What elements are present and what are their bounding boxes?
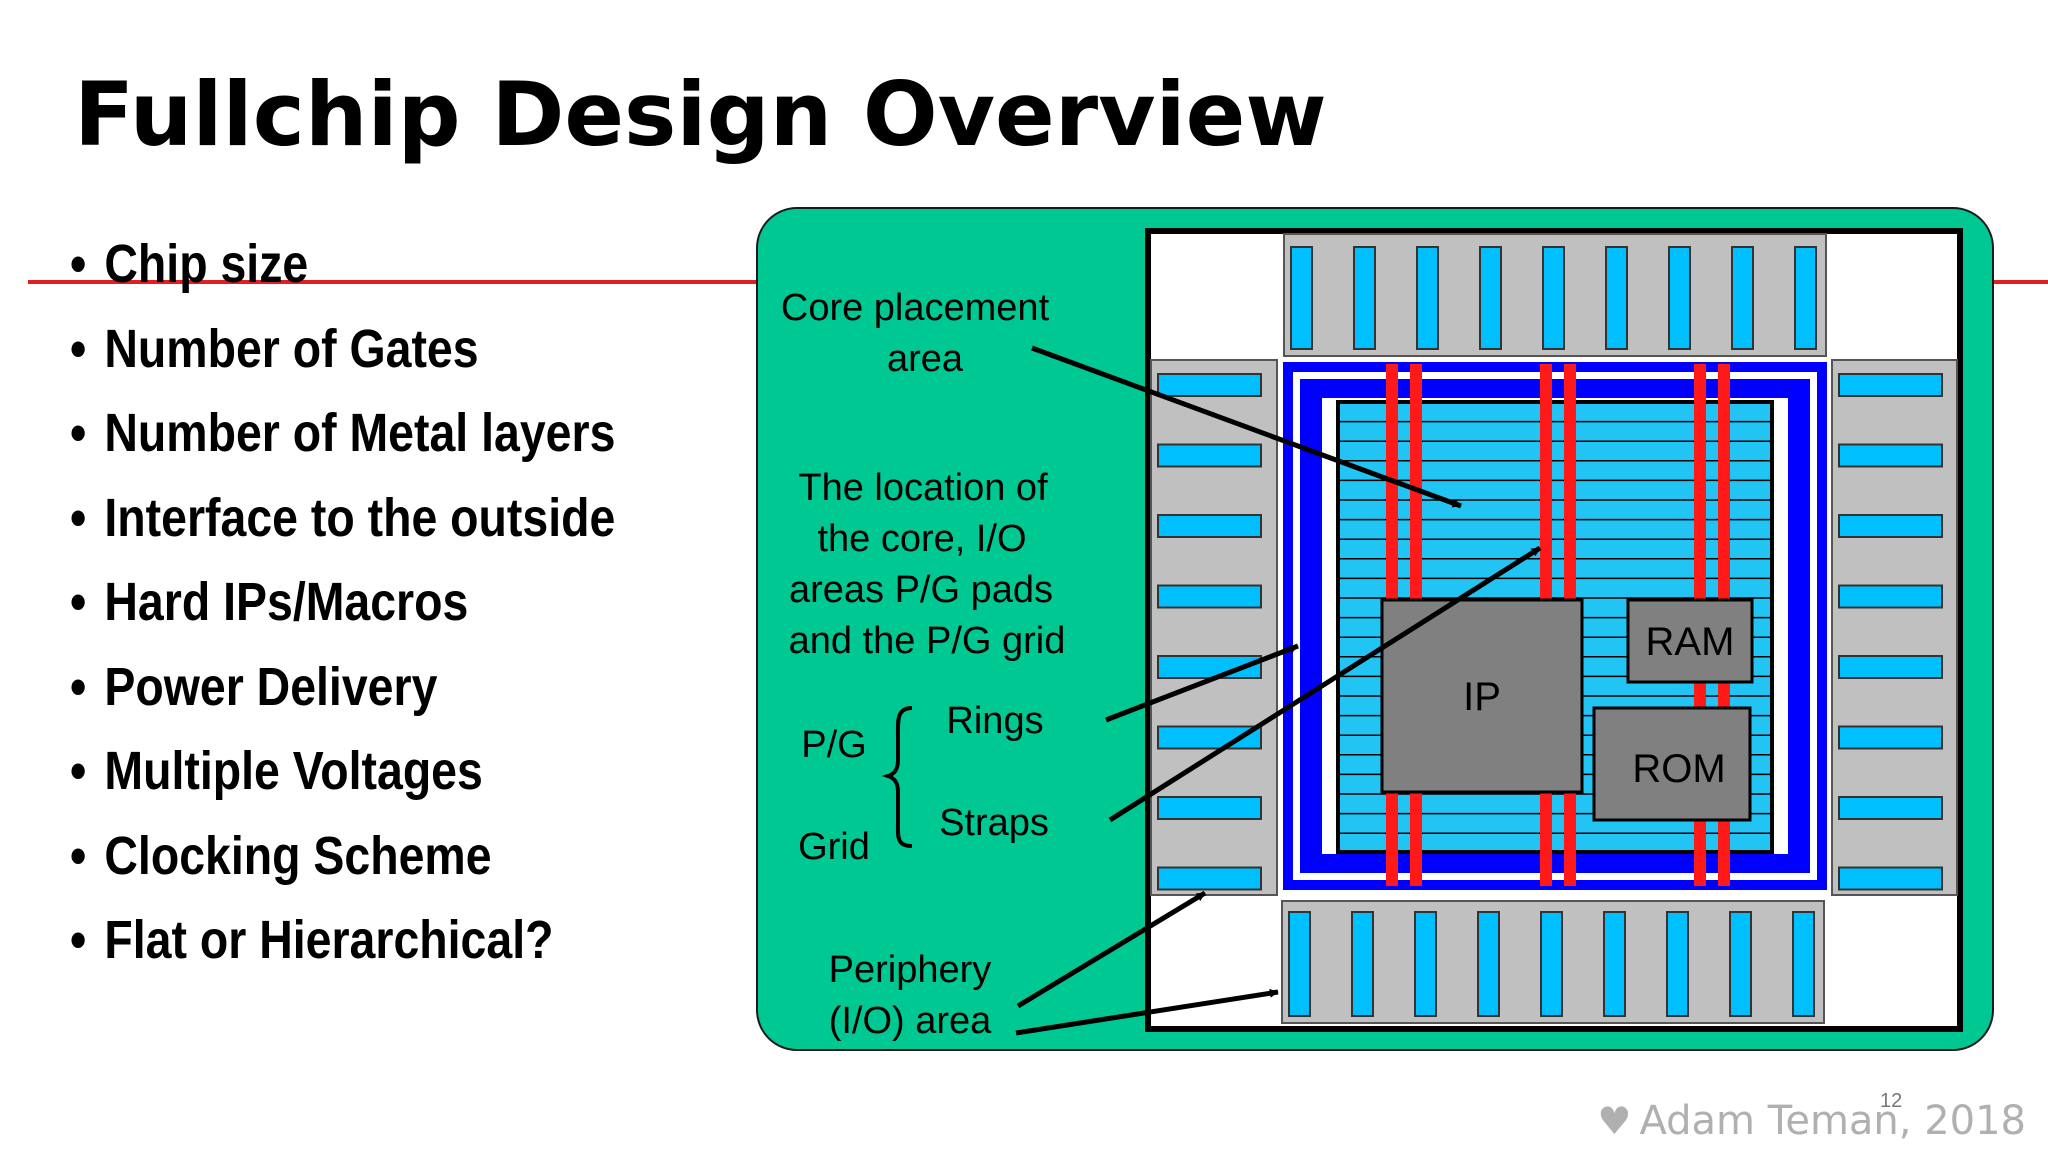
- pg-grid-brace: [881, 706, 913, 848]
- io-pads-top: [1290, 246, 1817, 350]
- bullet-item: •Chip size: [70, 234, 309, 294]
- core-area-label-line2: area: [887, 338, 964, 380]
- io-pad: [1838, 796, 1943, 820]
- bullet-item: •Power Delivery: [70, 656, 438, 717]
- grid-label: Grid: [798, 826, 870, 868]
- io-pad: [1838, 514, 1943, 538]
- io-pad: [1479, 246, 1502, 350]
- arrow-rings: [1105, 643, 1299, 723]
- arrow-periphery-bottom: [1015, 988, 1279, 1036]
- core-area-label-line1: Core placement: [781, 287, 1050, 329]
- io-pad: [1477, 911, 1500, 1017]
- io-pad: [1603, 911, 1626, 1017]
- io-pad: [1157, 373, 1262, 397]
- io-pad: [1605, 246, 1628, 350]
- io-pad: [1838, 373, 1943, 397]
- arrow-core-area: [1031, 345, 1462, 509]
- location-label-line1: The location of: [798, 467, 1048, 509]
- bullet-text: Number of Metal layers: [104, 403, 616, 463]
- io-pad: [1838, 725, 1943, 750]
- io-pad: [1416, 246, 1439, 350]
- bullet-item: •Multiple Voltages: [70, 741, 483, 801]
- bullet-list: •Chip size •Number of Gates •Number of M…: [70, 222, 704, 983]
- io-pad: [1157, 443, 1262, 468]
- footer: ♥Adam Teman, 2018: [1597, 1098, 2026, 1144]
- straps-label: Straps: [939, 802, 1049, 844]
- location-label-line4: and the P/G grid: [789, 620, 1066, 662]
- bullet-text: Chip size: [104, 234, 309, 294]
- io-pad: [1542, 246, 1565, 350]
- io-pad: [1290, 246, 1313, 350]
- bullet-item: •Number of Gates: [70, 318, 479, 379]
- io-pad: [1731, 246, 1754, 350]
- bullet-text: Flat or Hierarchical?: [104, 910, 554, 970]
- heart-icon: ♥: [1597, 1099, 1632, 1143]
- io-pad: [1353, 246, 1376, 350]
- bullet-item: •Hard IPs/Macros: [70, 572, 469, 632]
- io-pad: [1792, 911, 1815, 1017]
- io-pad: [1157, 796, 1262, 820]
- io-pad: [1668, 246, 1691, 350]
- rom-macro-label: ROM: [1632, 747, 1725, 791]
- arrow-periphery-left: [1016, 890, 1207, 1009]
- io-pad: [1729, 911, 1752, 1017]
- ram-macro: [1626, 598, 1754, 684]
- io-pad: [1838, 443, 1943, 468]
- io-pad: [1838, 866, 1943, 891]
- io-pads-bottom: [1288, 911, 1815, 1017]
- location-label-line3: areas P/G pads: [789, 569, 1053, 611]
- io-pad: [1157, 866, 1262, 891]
- ram-macro-label: RAM: [1646, 620, 1735, 664]
- slide-number: 12: [1880, 1090, 1903, 1112]
- periphery-label-line1: Periphery: [829, 949, 992, 991]
- bullet-item: •Clocking Scheme: [70, 825, 492, 886]
- bullet-text: Multiple Voltages: [104, 741, 483, 801]
- io-pad: [1288, 911, 1311, 1017]
- bullet-text: Clocking Scheme: [104, 825, 492, 886]
- io-pad: [1157, 584, 1262, 609]
- rom-macro: [1592, 706, 1752, 822]
- bullet-text: Power Delivery: [104, 656, 438, 717]
- bullet-text: Number of Gates: [104, 318, 479, 379]
- bullet-text: Hard IPs/Macros: [104, 572, 469, 632]
- io-pad: [1540, 911, 1563, 1017]
- io-pad: [1157, 514, 1262, 538]
- io-pad: [1794, 246, 1817, 350]
- bullet-text: Interface to the outside: [104, 487, 616, 548]
- io-pad: [1414, 911, 1437, 1017]
- pg-label: P/G: [801, 724, 866, 766]
- arrow-straps: [1108, 545, 1542, 823]
- io-pad: [1666, 911, 1689, 1017]
- footer-text: Adam Teman, 2018: [1639, 1098, 2026, 1144]
- bullet-item: •Number of Metal layers: [70, 403, 616, 463]
- ip-macro-label: IP: [1463, 675, 1501, 719]
- page-title: Fullchip Design Overview: [74, 63, 1327, 166]
- bullet-item: •Interface to the outside: [70, 487, 616, 548]
- io-pad: [1157, 725, 1262, 750]
- io-pad: [1351, 911, 1374, 1017]
- bullet-item: •Flat or Hierarchical?: [70, 910, 554, 970]
- io-pad: [1838, 655, 1943, 679]
- periphery-label-line2: (I/O) area: [829, 1000, 992, 1042]
- ip-macro: [1380, 598, 1584, 794]
- io-pads-right: [1838, 373, 1943, 891]
- rings-label: Rings: [946, 700, 1043, 742]
- io-pad: [1838, 584, 1943, 609]
- location-label-line2: the core, I/O: [817, 518, 1026, 560]
